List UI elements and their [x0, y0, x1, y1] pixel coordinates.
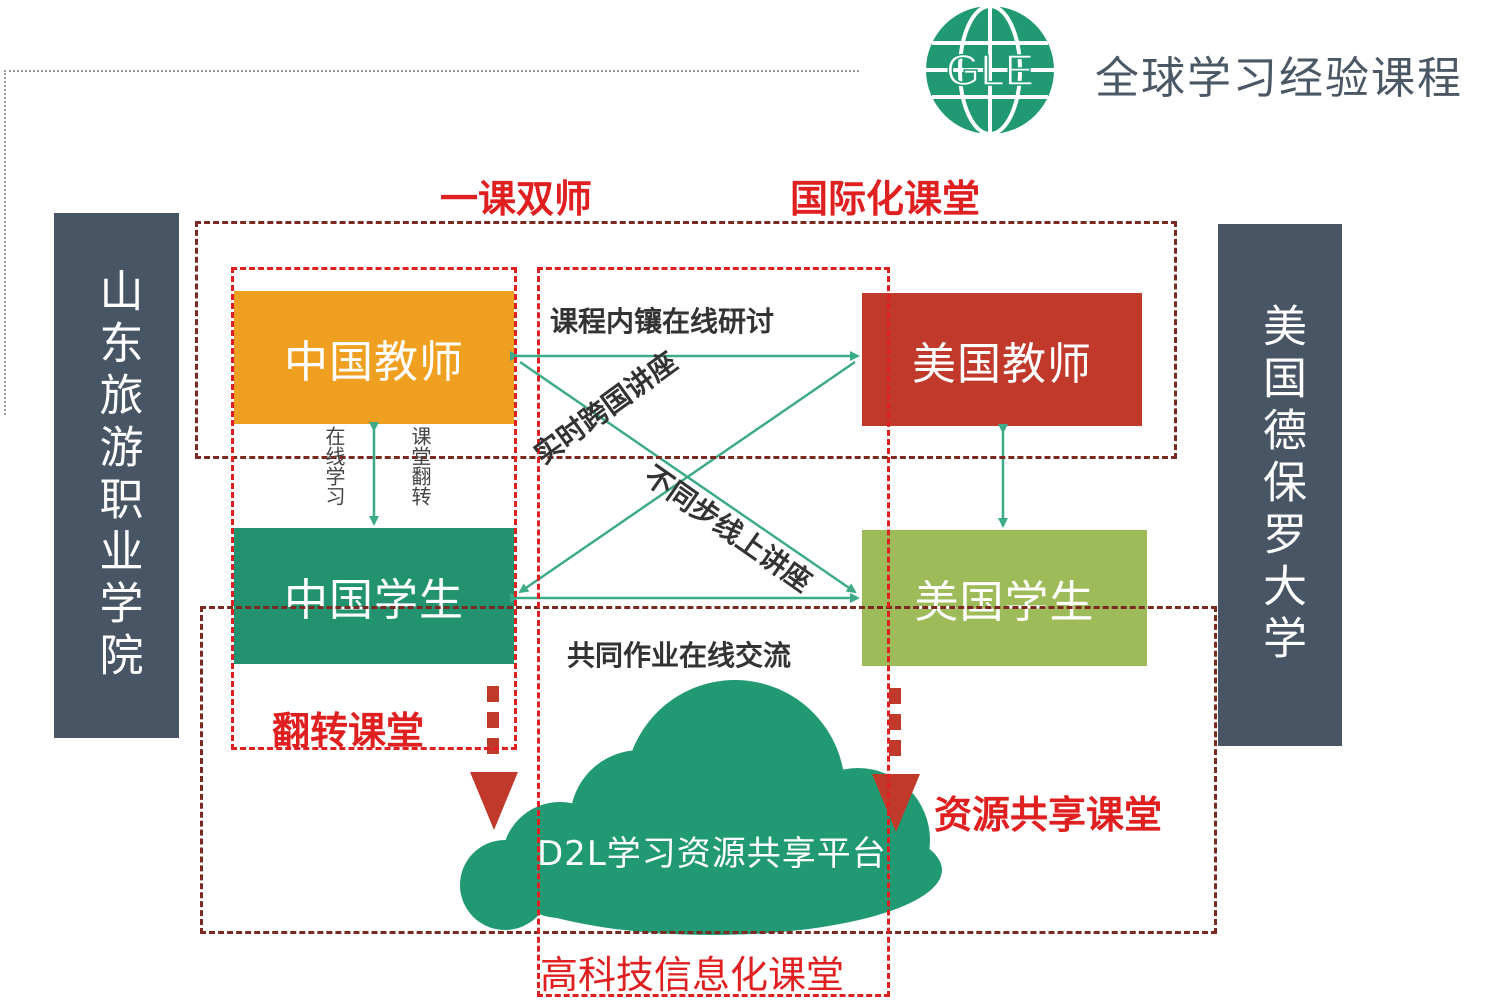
page-title: 全球学习经验课程: [1095, 53, 1463, 104]
hitech-classroom-label: 高科技信息化课堂: [540, 953, 845, 997]
right-institution-panel: 美国德保罗大学: [1218, 224, 1342, 746]
zone-label-one-course-two-teachers: 一课双师: [440, 177, 593, 221]
left-institution-panel: 山东旅游职业学院: [54, 213, 179, 738]
globe-icon: GLE: [926, 4, 1054, 136]
joint-homework-label: 共同作业在线交流: [567, 639, 792, 672]
platform-label: D2L学习资源共享平台: [537, 834, 887, 874]
teachers-online-label: 课程内镶在线研讨: [550, 305, 775, 338]
zone-frame-teachers: [195, 221, 1177, 459]
gle-logo: GLE: [922, 3, 1058, 137]
us-teacher-box: 美国教师: [862, 293, 1142, 426]
resource-sharing-label: 资源共享课堂: [934, 793, 1163, 837]
cn-student-box: 中国学生: [234, 528, 514, 664]
cloud-icon: [460, 680, 942, 935]
left-institution-label: 山东旅游职业学院: [91, 267, 143, 684]
diag-async-line: [519, 360, 857, 594]
class-flip-label: 课堂翻转: [408, 426, 432, 506]
top-dotted-frame: [4, 70, 859, 415]
arrow-down-icon-right: [872, 774, 920, 832]
online-learning-label: 在线学习: [322, 426, 346, 506]
zone-frame-students: [200, 606, 1217, 934]
cn-teacher-box: 中国教师: [234, 291, 514, 424]
zone-frame-flipped: [231, 267, 517, 750]
right-institution-label: 美国德保罗大学: [1255, 303, 1306, 667]
zone-frame-center: [537, 267, 890, 997]
logo-text: GLE: [946, 46, 1034, 95]
us-student-box: 美国学生: [862, 530, 1147, 666]
zone-label-international-classroom: 国际化课堂: [790, 177, 981, 221]
flipped-classroom-label: 翻转课堂: [272, 709, 425, 753]
arrow-down-icon: [470, 772, 518, 830]
